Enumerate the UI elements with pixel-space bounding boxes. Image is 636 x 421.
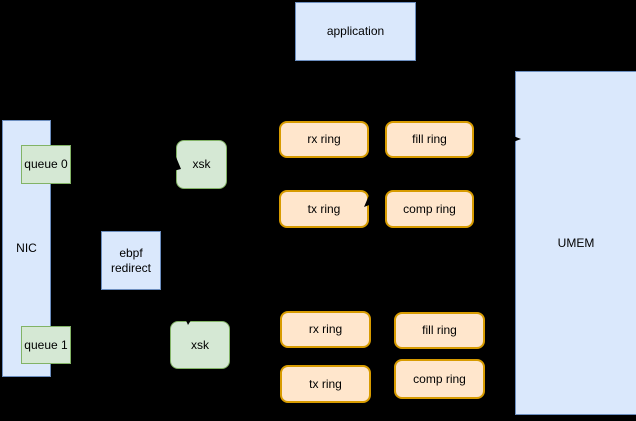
application-node: application [295, 2, 416, 61]
queue-0-node: queue 0 [21, 145, 71, 184]
tx-ring-top-node: tx ring [279, 190, 369, 228]
queue-1-node: queue 1 [21, 326, 71, 364]
xsk-bottom-node: xsk [170, 321, 230, 369]
fill-ring-top-node: fill ring [385, 121, 474, 158]
rx-ring-bottom-node: rx ring [280, 311, 371, 348]
umem-node: UMEM [515, 71, 636, 415]
tx-ring-bottom-node: tx ring [280, 365, 371, 403]
comp-ring-bottom-node: comp ring [394, 359, 485, 399]
ebpf-redirect-node: ebpf redirect [101, 231, 161, 290]
rx-ring-top-node: rx ring [279, 121, 369, 158]
fill-ring-bottom-node: fill ring [394, 312, 485, 349]
comp-ring-top-node: comp ring [385, 190, 474, 228]
xsk-top-node: xsk [176, 140, 227, 189]
